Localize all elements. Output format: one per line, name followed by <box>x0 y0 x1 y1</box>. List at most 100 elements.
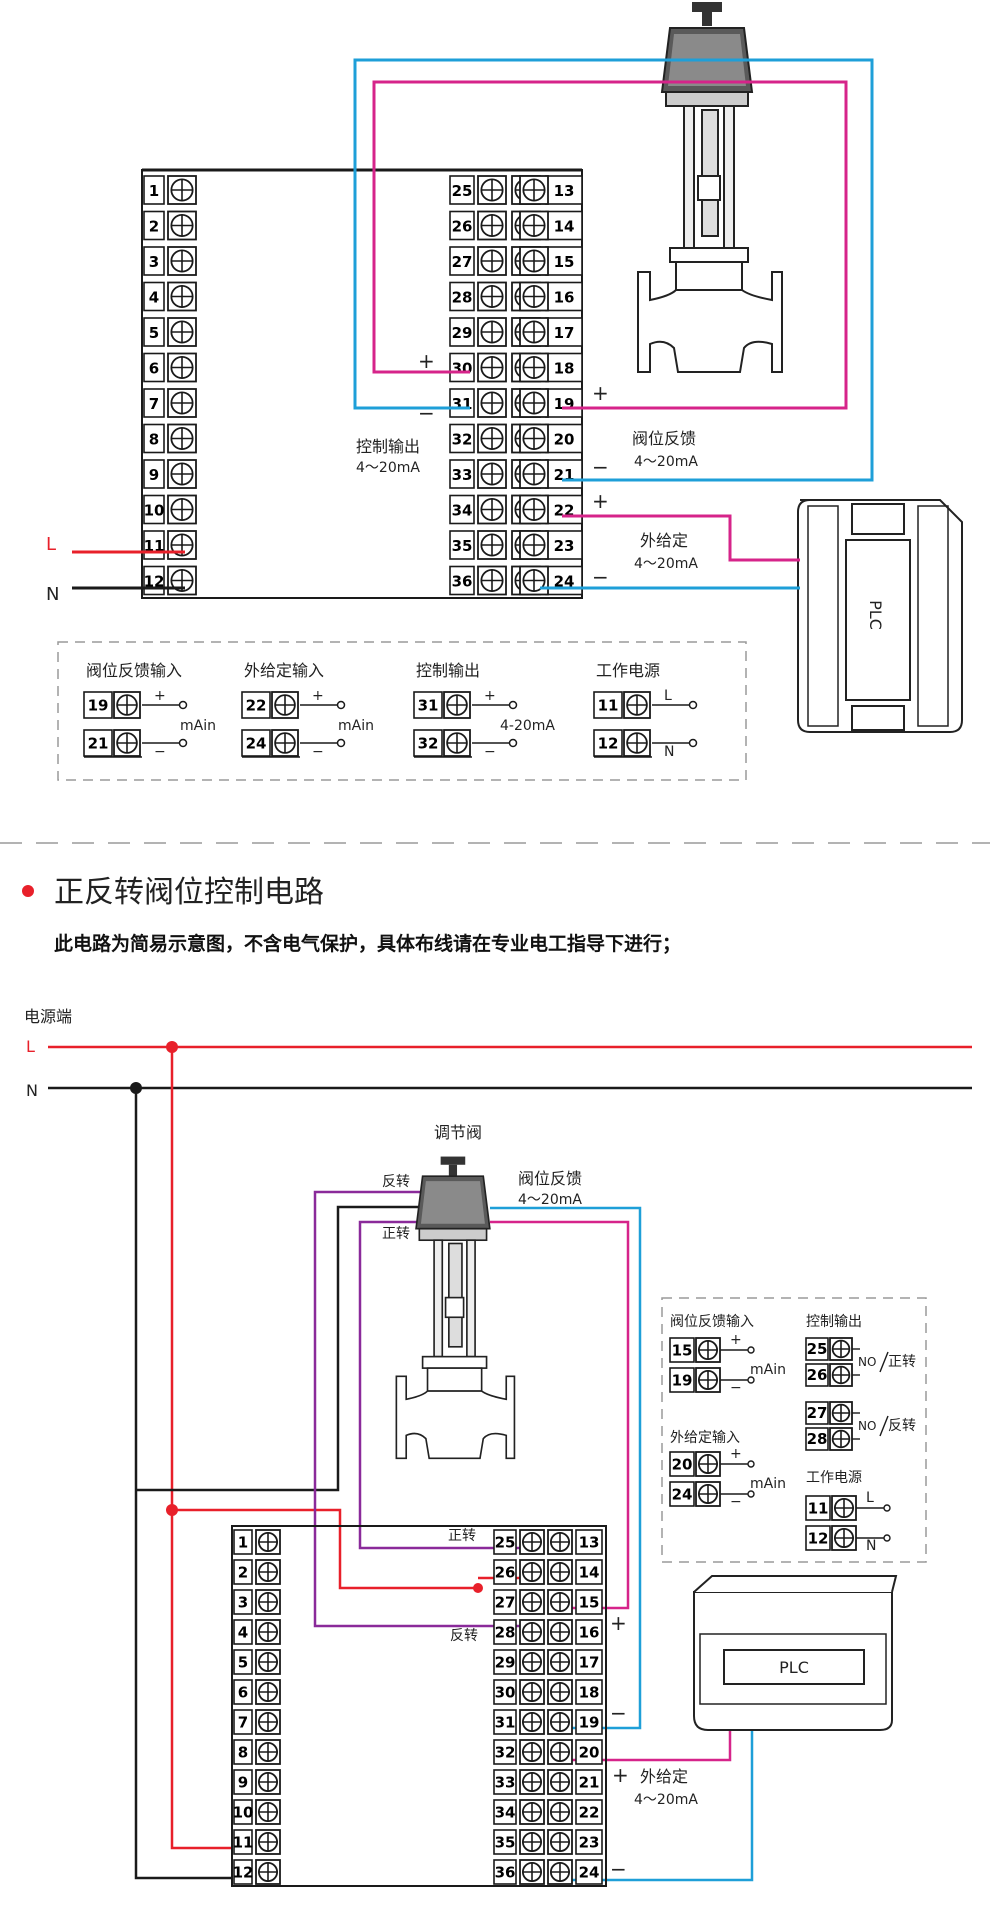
bottom-minus-19: − <box>610 1701 627 1725</box>
terminal-number: 17 <box>545 317 583 347</box>
terminal-number-label: 22 <box>246 697 267 715</box>
terminal-number-label: 8 <box>238 1743 248 1761</box>
screw-terminal-icon <box>519 1589 545 1615</box>
terminal-number: 18 <box>545 352 583 383</box>
terminal-number: 2 <box>233 1559 253 1585</box>
terminal-number-label: 36 <box>452 573 473 591</box>
terminal-number: 33 <box>493 1769 517 1795</box>
top-plus-19: + <box>592 381 609 405</box>
relay-label: 正转 <box>888 1354 916 1370</box>
terminal-number-label: 32 <box>452 431 473 449</box>
valve-reverse-label: 反转 <box>382 1174 410 1190</box>
terminal-number: 4 <box>143 281 165 312</box>
terminal-number-label: 22 <box>579 1803 600 1821</box>
terminal-number-label: 3 <box>149 253 159 271</box>
screw-terminal-icon <box>519 352 549 383</box>
screw-terminal-icon <box>255 1739 281 1765</box>
terminal-number-label: 31 <box>495 1713 516 1731</box>
terminal-number: 7 <box>233 1709 253 1735</box>
terminal-number-label: 15 <box>672 1341 693 1359</box>
terminal-number: 4 <box>233 1619 253 1645</box>
terminal-number-label: 26 <box>495 1563 516 1581</box>
screw-terminal-icon <box>167 352 197 383</box>
bottom-wire-forward <box>358 1220 526 1550</box>
screw-terminal-icon <box>519 388 549 418</box>
top-external-setpoint-label: 外给定 <box>640 531 688 550</box>
terminal-number: 27 <box>449 246 475 276</box>
top-wires <box>72 58 874 590</box>
bottom-legend: 阀位反馈输入15+19−mAin外给定输入20+24−mAin控制输出工作电源1… <box>669 1314 916 1554</box>
legend-title: 工作电源 <box>806 1470 862 1486</box>
valve-feedback-range: 4～20mA <box>518 1192 582 1208</box>
terminal-number: 19 <box>575 1709 603 1735</box>
bottom-legend-pair: 20+24−mAin <box>669 1446 786 1510</box>
terminal-number-label: 24 <box>579 1863 600 1881</box>
terminal-number: 13 <box>575 1529 603 1555</box>
screw-terminal-icon <box>547 1709 573 1735</box>
relay-no-label: NO <box>858 1355 876 1369</box>
bottom-plus-15: + <box>610 1611 627 1635</box>
screw-terminal-icon <box>547 1679 573 1705</box>
bottom-minus-24: − <box>610 1857 627 1881</box>
terminal-number-label: 4 <box>238 1623 248 1641</box>
bottom-valve-icon <box>395 1156 516 1460</box>
legend-title: 工作电源 <box>596 661 660 680</box>
terminal-number: 26 <box>805 1363 829 1387</box>
screw-terminal-icon <box>255 1679 281 1705</box>
terminal-number-label: 25 <box>452 182 473 200</box>
terminal-number-label: 31 <box>418 697 439 715</box>
screw-terminal-icon <box>547 1589 573 1615</box>
valve-title: 调节阀 <box>434 1123 482 1142</box>
terminal-number-label: 24 <box>554 573 575 591</box>
terminal-number-label: 1 <box>238 1533 248 1551</box>
legend-note: mAin <box>750 1362 786 1378</box>
terminal-number-label: 10 <box>233 1803 254 1821</box>
terminal-number: 3 <box>233 1589 253 1615</box>
terminal-number: 23 <box>575 1829 603 1855</box>
terminal-number: 28 <box>493 1619 517 1645</box>
terminal-number-label: 13 <box>579 1533 600 1551</box>
terminal-number: 36 <box>493 1859 517 1885</box>
screw-terminal-icon <box>829 1363 853 1387</box>
terminal-number: 10 <box>143 494 165 525</box>
top-plc-box: PLC <box>797 499 963 733</box>
terminal-number-label: 30 <box>495 1683 516 1701</box>
screw-terminal-icon <box>519 175 549 205</box>
terminal-number: 19 <box>545 388 583 418</box>
terminal-number: 16 <box>545 281 583 312</box>
screw-terminal-icon <box>443 691 471 719</box>
screw-terminal-icon <box>167 494 197 525</box>
terminal-number-label: 17 <box>554 324 575 342</box>
screw-terminal-icon <box>167 281 197 312</box>
screw-terminal-icon <box>167 565 197 596</box>
bottom-external-setpoint-label: 外给定 <box>640 1767 688 1786</box>
screw-terminal-icon <box>519 423 549 454</box>
bottom-terminal-board <box>231 1525 607 1887</box>
terminal-reverse-label: 反转 <box>450 1628 478 1644</box>
bottom-diagram: 电源端 L N <box>24 1007 972 1887</box>
screw-terminal-icon <box>477 210 507 241</box>
terminal-number-label: 29 <box>495 1653 516 1671</box>
screw-terminal-icon <box>695 1367 721 1393</box>
screw-terminal-icon <box>477 317 507 347</box>
screw-terminal-icon <box>477 352 507 383</box>
terminal-number-label: 33 <box>452 466 473 484</box>
legend-title: 阀位反馈输入 <box>670 1314 754 1330</box>
terminal-number: 32 <box>449 423 475 454</box>
screw-terminal-icon <box>519 1799 545 1825</box>
terminal-number-label: 19 <box>579 1713 600 1731</box>
terminal-number-label: 7 <box>149 395 159 413</box>
screw-terminal-icon <box>519 565 549 596</box>
screw-terminal-icon <box>477 459 507 489</box>
terminal-number-label: 16 <box>554 289 575 307</box>
terminal-number: 10 <box>233 1799 254 1825</box>
legend-sign: − <box>312 744 324 760</box>
screw-terminal-icon <box>477 281 507 312</box>
screw-terminal-icon <box>255 1619 281 1645</box>
